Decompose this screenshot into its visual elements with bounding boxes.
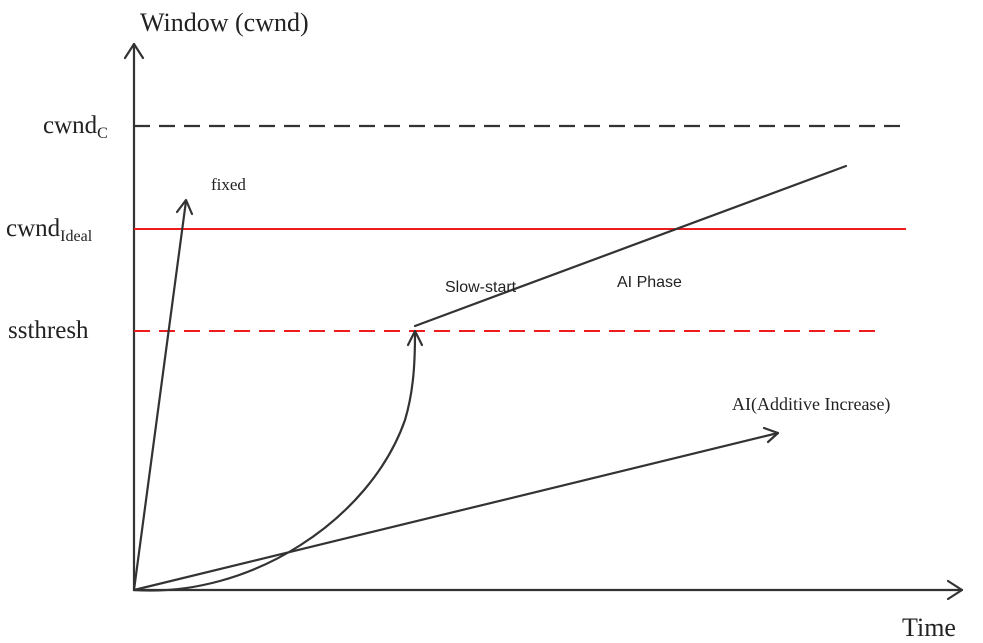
y-axis-arrowhead [123,42,145,60]
ai-additive-line [132,431,780,592]
x-axis-label: Time [902,613,956,642]
y-axis-label: Window (cwnd) [140,8,309,37]
ssthresh-label: ssthresh [8,317,89,344]
axes [123,42,964,601]
cwnd-c-base: cwnd [43,112,98,139]
fixed-annotation: fixed [211,175,246,194]
cwnd-ideal-label: cwndIdeal [6,215,93,245]
cwnd-c-label: cwndC [43,112,108,142]
ai-additive-annotation: AI(Additive Increase) [732,394,890,415]
curves [132,164,848,592]
cwnd-c-sub: C [97,125,108,142]
x-axis-arrowhead [946,579,964,601]
ai-phase-line [413,164,848,328]
slow-start-annotation: Slow-start [445,279,517,296]
cwnd-ideal-sub: Ideal [60,228,93,245]
slow-start-curve [132,331,417,592]
cwnd-ideal-base: cwnd [6,215,61,242]
fixed-arrowhead [175,198,194,216]
ai-phase-annotation: AI Phase [617,274,682,291]
ai-additive-arrowhead [762,426,780,444]
slow-start-arrowhead [406,329,424,347]
fixed-line [132,199,188,592]
